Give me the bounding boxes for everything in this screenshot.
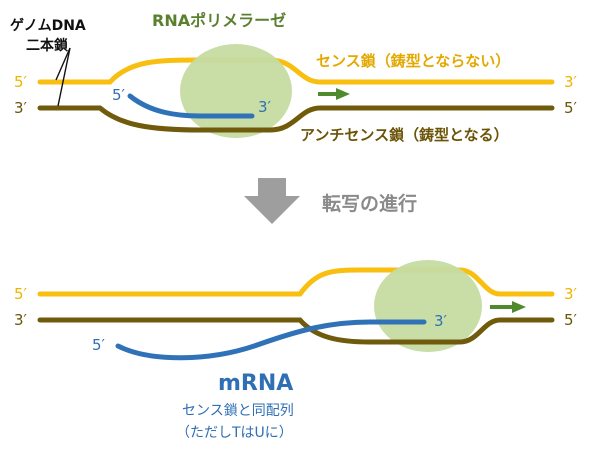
bottom-rna-polymerase: [374, 260, 482, 352]
mrna-note-line2: （ただしTはUに）: [176, 425, 293, 441]
genome-pointer-1: [55, 47, 71, 81]
rna-polymerase-label: RNAポリメラーゼ: [152, 11, 286, 30]
genome-label-line2: 二本鎖: [26, 37, 69, 54]
antisense-strand-label: アンチセンス鎖（鋳型となる）: [300, 126, 509, 144]
sense-strand-label: センス鎖（鋳型とならない）: [316, 52, 510, 70]
bottom-anti-3-end: 3′: [14, 311, 28, 329]
mrna-label: mRNA: [218, 371, 293, 396]
progress-label: 転写の進行: [322, 192, 417, 215]
top-rna-polymerase: [180, 44, 292, 138]
top-panel: ゲノムDNA 二本鎖 RNAポリメラーゼ センス鎖（鋳型とならない） アンチセン…: [10, 11, 578, 144]
top-rna-strand: [127, 93, 255, 119]
top-anti-3-end: 3′: [14, 99, 28, 117]
top-sense-3-end: 3′: [564, 73, 578, 91]
bottom-direction-arrow: [490, 301, 526, 313]
bottom-rna-5-end: 5′: [92, 336, 106, 354]
genome-pointer-2: [57, 47, 71, 107]
top-rna-3-end: 3′: [258, 98, 272, 116]
progress-indicator: 転写の進行: [244, 178, 417, 224]
bottom-sense-strand: [37, 267, 555, 297]
genome-label-line1: ゲノムDNA: [10, 17, 86, 34]
top-rna-5-end: 5′: [112, 86, 126, 104]
bottom-sense-5-end: 5′: [14, 285, 28, 303]
bottom-mrna-strand: [115, 319, 427, 361]
bottom-anti-5-end: 5′: [564, 311, 578, 329]
top-sense-5-end: 5′: [14, 73, 28, 91]
top-direction-arrow: [318, 88, 350, 100]
progress-down-arrow: [244, 178, 300, 224]
bottom-rna-3-end: 3′: [434, 312, 448, 330]
top-antisense-strand: [37, 105, 555, 133]
mrna-note-line1: センス鎖と同配列: [182, 403, 294, 419]
bottom-sense-3-end: 3′: [564, 285, 578, 303]
bottom-panel: 5′ 3′ 3′ 5′ 5′ 3′ mRNA センス鎖と同配列 （ただしTはUに…: [14, 260, 578, 441]
top-anti-5-end: 5′: [564, 99, 578, 117]
